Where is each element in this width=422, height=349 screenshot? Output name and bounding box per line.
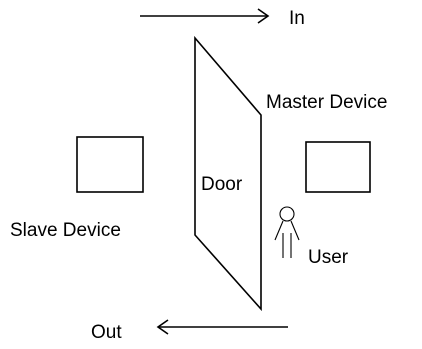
door-shape <box>194 35 262 312</box>
master-device-box <box>305 141 371 193</box>
user-label: User <box>308 247 349 268</box>
slave-device-box <box>76 136 144 193</box>
master-device-label: Master Device <box>266 92 387 113</box>
out-arrow-icon <box>156 319 288 335</box>
door-label: Door <box>201 174 243 195</box>
user-icon <box>274 206 300 258</box>
in-label: In <box>289 8 305 29</box>
slave-device-label: Slave Device <box>10 220 121 241</box>
out-label: Out <box>91 322 122 343</box>
in-arrow-icon <box>140 8 270 24</box>
